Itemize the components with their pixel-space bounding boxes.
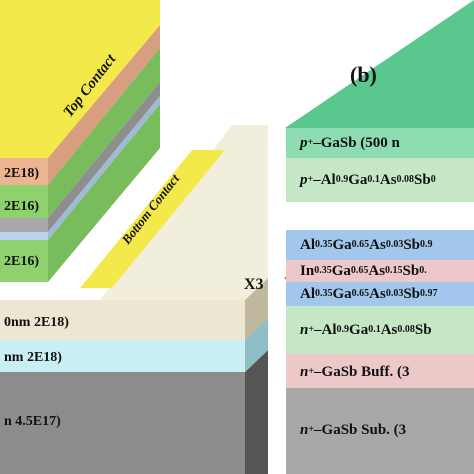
layer-label-peach: 2E18) [4,166,39,181]
layer-label-n-gasb-buffer-box: n+–GaSb Buff. (3 [300,364,410,380]
repeat-x3-label: X3 [244,276,264,293]
layer-label-cyan: nm 2E18) [4,350,62,365]
layer-n-gasb-buffer [286,354,474,388]
panel-a: Top Contact Bottom Contact 2E18) 2E16) 2… [0,0,268,474]
substrate-front [0,372,245,474]
mesa-side-blue [48,96,160,240]
layer-label-p-gasb: p+–GaSb (500 n [300,135,400,151]
layer-algaassb-2 [286,282,474,306]
mesa-layer-peach [0,158,48,185]
layer-ingaassb [286,260,474,282]
beige-layer-side [245,278,268,340]
layer-p-gasb [286,128,474,158]
cyan-layer-side [245,318,268,372]
cyan-layer-front [0,340,245,372]
mesa-layer-green-2 [0,240,48,282]
layer-label-p-gasb-box: p+–GaSb (500 n [300,135,400,151]
mesa-side-green-2 [48,104,160,282]
layer-n-gasb-substrate [286,388,474,474]
mesa-top-surface [0,0,160,158]
layer-n-algaassb [286,306,474,354]
stack-top-surface [285,0,474,128]
panel-b-label: (b) [350,62,377,87]
layer-label-green-2: 2E16) [4,254,39,269]
substrate-side [245,350,268,474]
layer-label-n-gasb-buffer: n+–GaSb Buff. (3 [300,364,410,380]
layer-label-substrate: n 4.5E17) [4,414,61,429]
layer-label-n-gasb-substrate: n+–GaSb Sub. (3 [300,422,407,438]
mesa-side-gray [48,82,160,232]
mesa-layer-green-1 [0,185,48,218]
mesa-side-peach [48,25,160,185]
beige-layer-front [0,300,245,340]
ledge-top-surface [100,125,268,300]
layer-label-beige: 0nm 2E18) [4,315,69,330]
layer-label-n-gasb-substrate-box: n+–GaSb Sub. (3 [300,422,407,438]
mesa-side-green [48,48,160,218]
layer-p-algaassb [286,158,474,202]
mesa-layer-gray-thin [0,218,48,232]
bottom-contact-pad [80,150,225,288]
layer-label-green: 2E16) [4,199,39,214]
mesa-layer-blue-thin [0,232,48,240]
layer-algaassb-1 [286,230,474,260]
